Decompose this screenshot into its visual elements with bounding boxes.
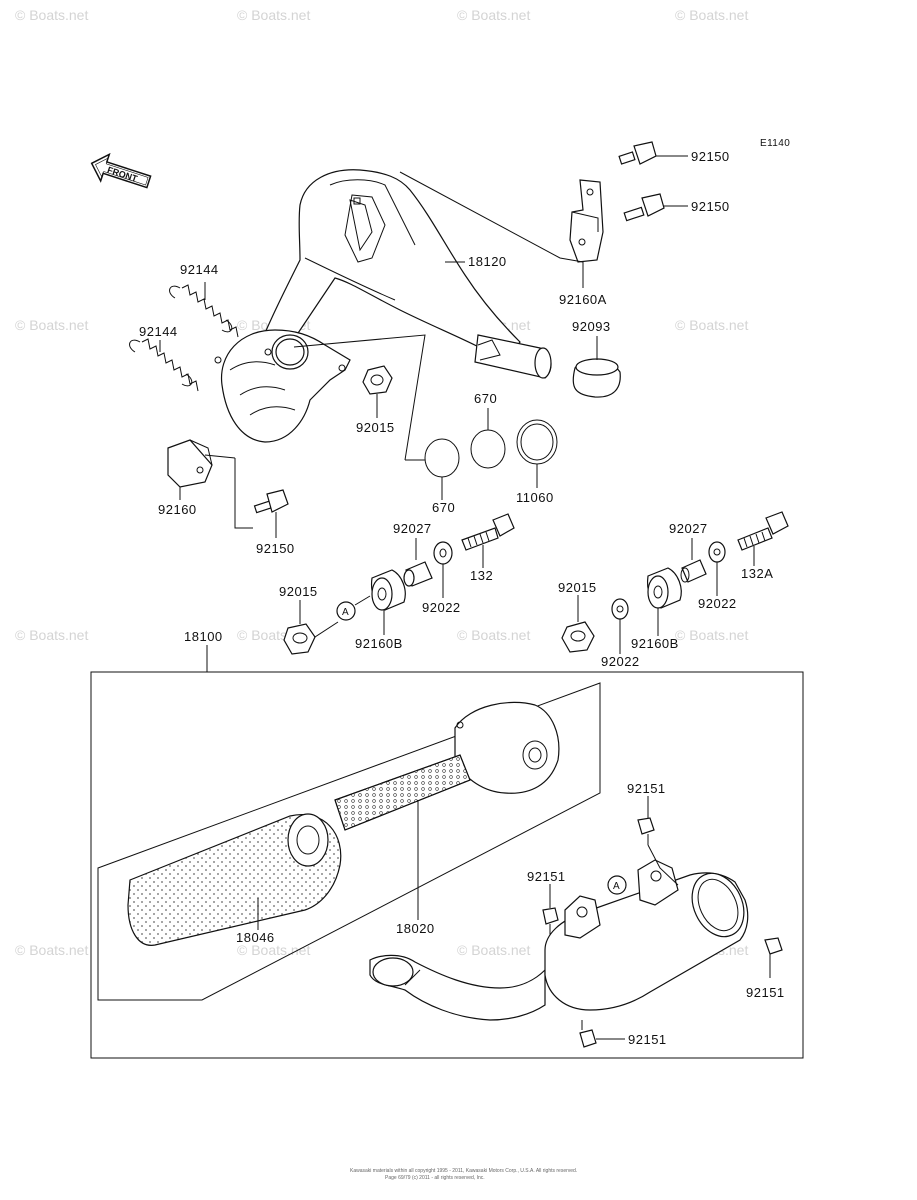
- nut-92015-b: [283, 600, 339, 655]
- part-label: 92015: [279, 584, 318, 599]
- bolt-92151-c: [764, 937, 783, 978]
- copyright-notice: Kawasaki materials within all copyright …: [350, 1168, 577, 1181]
- copyright-line: Kawasaki materials within all copyright …: [350, 1168, 577, 1174]
- damper-92160b-a: [370, 569, 406, 635]
- damper-92160b-b: [646, 567, 682, 636]
- bolt-92150-a: [618, 141, 688, 165]
- assembly-18100: [90, 645, 804, 1059]
- part-label: 92022: [698, 596, 737, 611]
- watermark: © Boats.net: [675, 317, 748, 333]
- watermark: © Boats.net: [457, 7, 530, 23]
- diagram-code: E1140: [760, 138, 790, 149]
- part-label: 92015: [558, 580, 597, 595]
- watermark: © Boats.net: [675, 627, 748, 643]
- part-labels: 92150 92150 18120 92160A 92144 92144 920…: [139, 149, 785, 1047]
- bolt-132a: [737, 511, 789, 566]
- washer-92022-c: [611, 598, 629, 654]
- part-label: 92150: [691, 149, 730, 164]
- part-label: 670: [432, 500, 455, 515]
- watermark: © Boats.net: [15, 7, 88, 23]
- watermark: © Boats.net: [457, 627, 530, 643]
- part-label: 92150: [256, 541, 295, 556]
- leader-lines-upper: [159, 171, 584, 529]
- part-label: 92151: [527, 869, 566, 884]
- watermark: © Boats.net: [675, 7, 748, 23]
- watermark: © Boats.net: [237, 7, 310, 23]
- part-label: 92160A: [559, 292, 607, 307]
- watermark: © Boats.net: [15, 627, 88, 643]
- watermark: © Boats.net: [15, 942, 88, 958]
- collar-92027-a: [403, 538, 433, 587]
- part-label: 132: [470, 568, 493, 583]
- part-label: 18120: [468, 254, 507, 269]
- part-label: 92151: [746, 985, 785, 1000]
- part-label: 18046: [236, 930, 275, 945]
- watermark: © Boats.net: [15, 317, 88, 333]
- part-label: 92027: [393, 521, 432, 536]
- part-label: 132A: [741, 566, 773, 581]
- washer-92022-a: [433, 541, 453, 598]
- connector-label: A: [342, 607, 349, 618]
- front-arrow-icon: FRONT: [90, 152, 152, 189]
- bracket-92160: [167, 439, 213, 500]
- part-label: 92022: [601, 654, 640, 669]
- part-label: 92150: [691, 199, 730, 214]
- part-label: 92160B: [355, 636, 403, 651]
- watermark: © Boats.net: [457, 942, 530, 958]
- bracket-92160a: [569, 179, 604, 263]
- part-label: 92144: [180, 262, 219, 277]
- bolt-92151-a: [637, 796, 679, 886]
- washer-92022-b: [708, 541, 726, 596]
- o-ring-670-a: [424, 438, 460, 500]
- part-label: 18100: [184, 629, 223, 644]
- part-label: 670: [474, 391, 497, 406]
- copyright-line: Page 69/79 (c) 2011 - all rights reserve…: [385, 1175, 485, 1181]
- part-label: 18020: [396, 921, 435, 936]
- watermark: © Boats.net: [237, 942, 310, 958]
- bolt-92150-b: [623, 193, 688, 222]
- bolt-132: [461, 513, 515, 568]
- part-label: 11060: [516, 490, 554, 505]
- nut-92015-c: [561, 595, 595, 653]
- expansion-chamber: [214, 169, 552, 443]
- spring-92144-a: [169, 284, 239, 338]
- part-label: 92151: [627, 781, 666, 796]
- collar-92027-b: [680, 538, 707, 583]
- grommet-92093: [572, 336, 621, 398]
- connector-a-left: A: [336, 595, 371, 621]
- part-label: 92022: [422, 600, 461, 615]
- connector-label: A: [613, 881, 620, 892]
- bolt-92150-c: [253, 489, 289, 538]
- spring-92144-b: [129, 338, 199, 392]
- part-label: 92160B: [631, 636, 679, 651]
- nut-92015-a: [362, 365, 393, 418]
- o-ring-670-b: [470, 408, 506, 469]
- part-label: 92027: [669, 521, 708, 536]
- part-label: 92015: [356, 420, 395, 435]
- bolt-92151-d: [579, 1020, 625, 1048]
- gasket-11060: [516, 419, 558, 488]
- silencer-body: [369, 859, 749, 1021]
- part-label: 92151: [628, 1032, 667, 1047]
- connector-a-right: A: [607, 875, 627, 895]
- bolt-92151-b: [542, 884, 559, 935]
- part-label: 92093: [572, 319, 611, 334]
- part-label: 92144: [139, 324, 178, 339]
- part-label: 92160: [158, 502, 197, 517]
